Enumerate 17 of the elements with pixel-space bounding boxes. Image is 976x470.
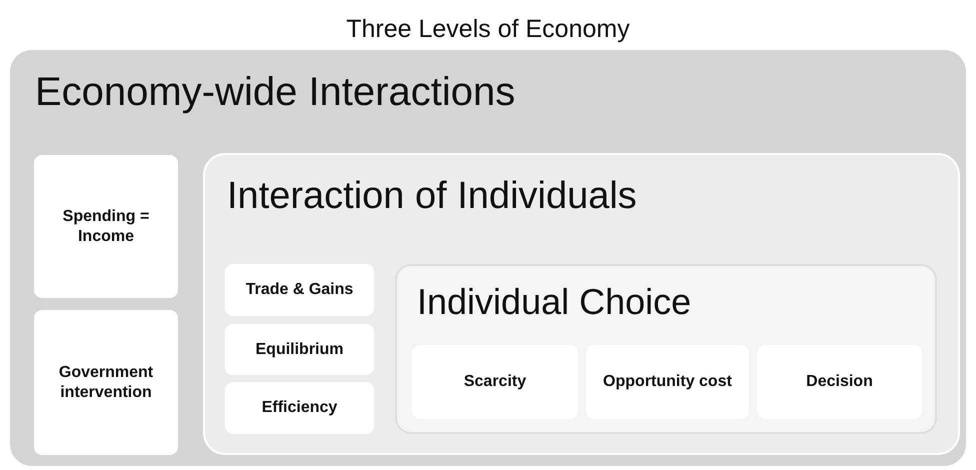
concept-label: Trade & Gains — [246, 280, 354, 300]
panel-heading: Economy-wide Interactions — [35, 72, 516, 112]
concept-label: Spending = Income — [62, 206, 150, 246]
container-panel — [395, 264, 937, 434]
concept-label: Opportunity cost — [603, 372, 732, 392]
concept-label: Government intervention — [58, 362, 154, 402]
concept-box — [34, 310, 178, 455]
container-panel — [203, 153, 960, 455]
diagram-title: Three Levels of Economy — [346, 17, 630, 42]
concept-label: Scarcity — [464, 372, 526, 392]
concept-label: Efficiency — [262, 398, 338, 418]
concept-label: Equilibrium — [256, 340, 344, 360]
concept-box — [34, 155, 178, 298]
panel-heading: Interaction of Individuals — [227, 177, 637, 215]
panel-heading: Individual Choice — [417, 284, 692, 320]
container-panel — [10, 50, 966, 466]
concept-label: Decision — [806, 372, 873, 392]
